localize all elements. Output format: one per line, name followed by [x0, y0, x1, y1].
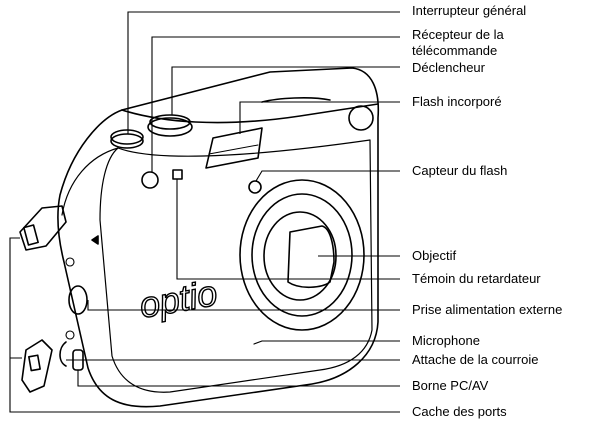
label-port-cover: Cache des ports: [412, 404, 507, 419]
lens-outer: [240, 180, 364, 330]
label-remote-receiver-line1: Récepteur de la: [412, 27, 504, 42]
self-timer-lamp: [173, 170, 182, 179]
af-window: [349, 106, 373, 130]
strap-lug: [60, 342, 66, 366]
label-lens: Objectif: [412, 248, 456, 263]
lens-glass: [288, 226, 334, 287]
screw-bottom: [66, 331, 74, 339]
label-microphone: Microphone: [412, 333, 480, 348]
dc-input-port: [69, 286, 87, 314]
screw-top: [66, 258, 74, 266]
flash-sensor: [249, 181, 261, 193]
leader-dc-input: [88, 300, 400, 310]
label-flash-sensor: Capteur du flash: [412, 163, 507, 178]
camera-top-edge: [122, 104, 378, 123]
camera-side-edge: [62, 148, 118, 215]
label-flash: Flash incorporé: [412, 94, 502, 109]
indicator-arrow: [92, 236, 98, 244]
flash-unit: [206, 128, 262, 168]
label-strap-lug: Attache de la courroie: [412, 352, 538, 367]
label-remote-receiver-line2: télécommande: [412, 43, 497, 58]
power-button: [111, 134, 143, 148]
port-cover-lower: [22, 340, 52, 392]
top-logo-plate: [262, 98, 330, 102]
remote-receiver: [142, 172, 158, 188]
label-pc-av-terminal: Borne PC/AV: [412, 378, 488, 393]
label-shutter: Déclencheur: [412, 60, 485, 75]
leader-flash: [240, 102, 400, 134]
label-dc-input: Prise alimentation externe: [412, 302, 562, 317]
microphone-hole: [254, 341, 262, 344]
label-self-timer-lamp: Témoin du retardateur: [412, 271, 541, 286]
leader-pc-av: [78, 370, 400, 386]
label-power-switch: Interrupteur général: [412, 3, 526, 18]
camera-front-face: [100, 140, 372, 392]
camera-brand-logo: optio: [136, 272, 220, 326]
